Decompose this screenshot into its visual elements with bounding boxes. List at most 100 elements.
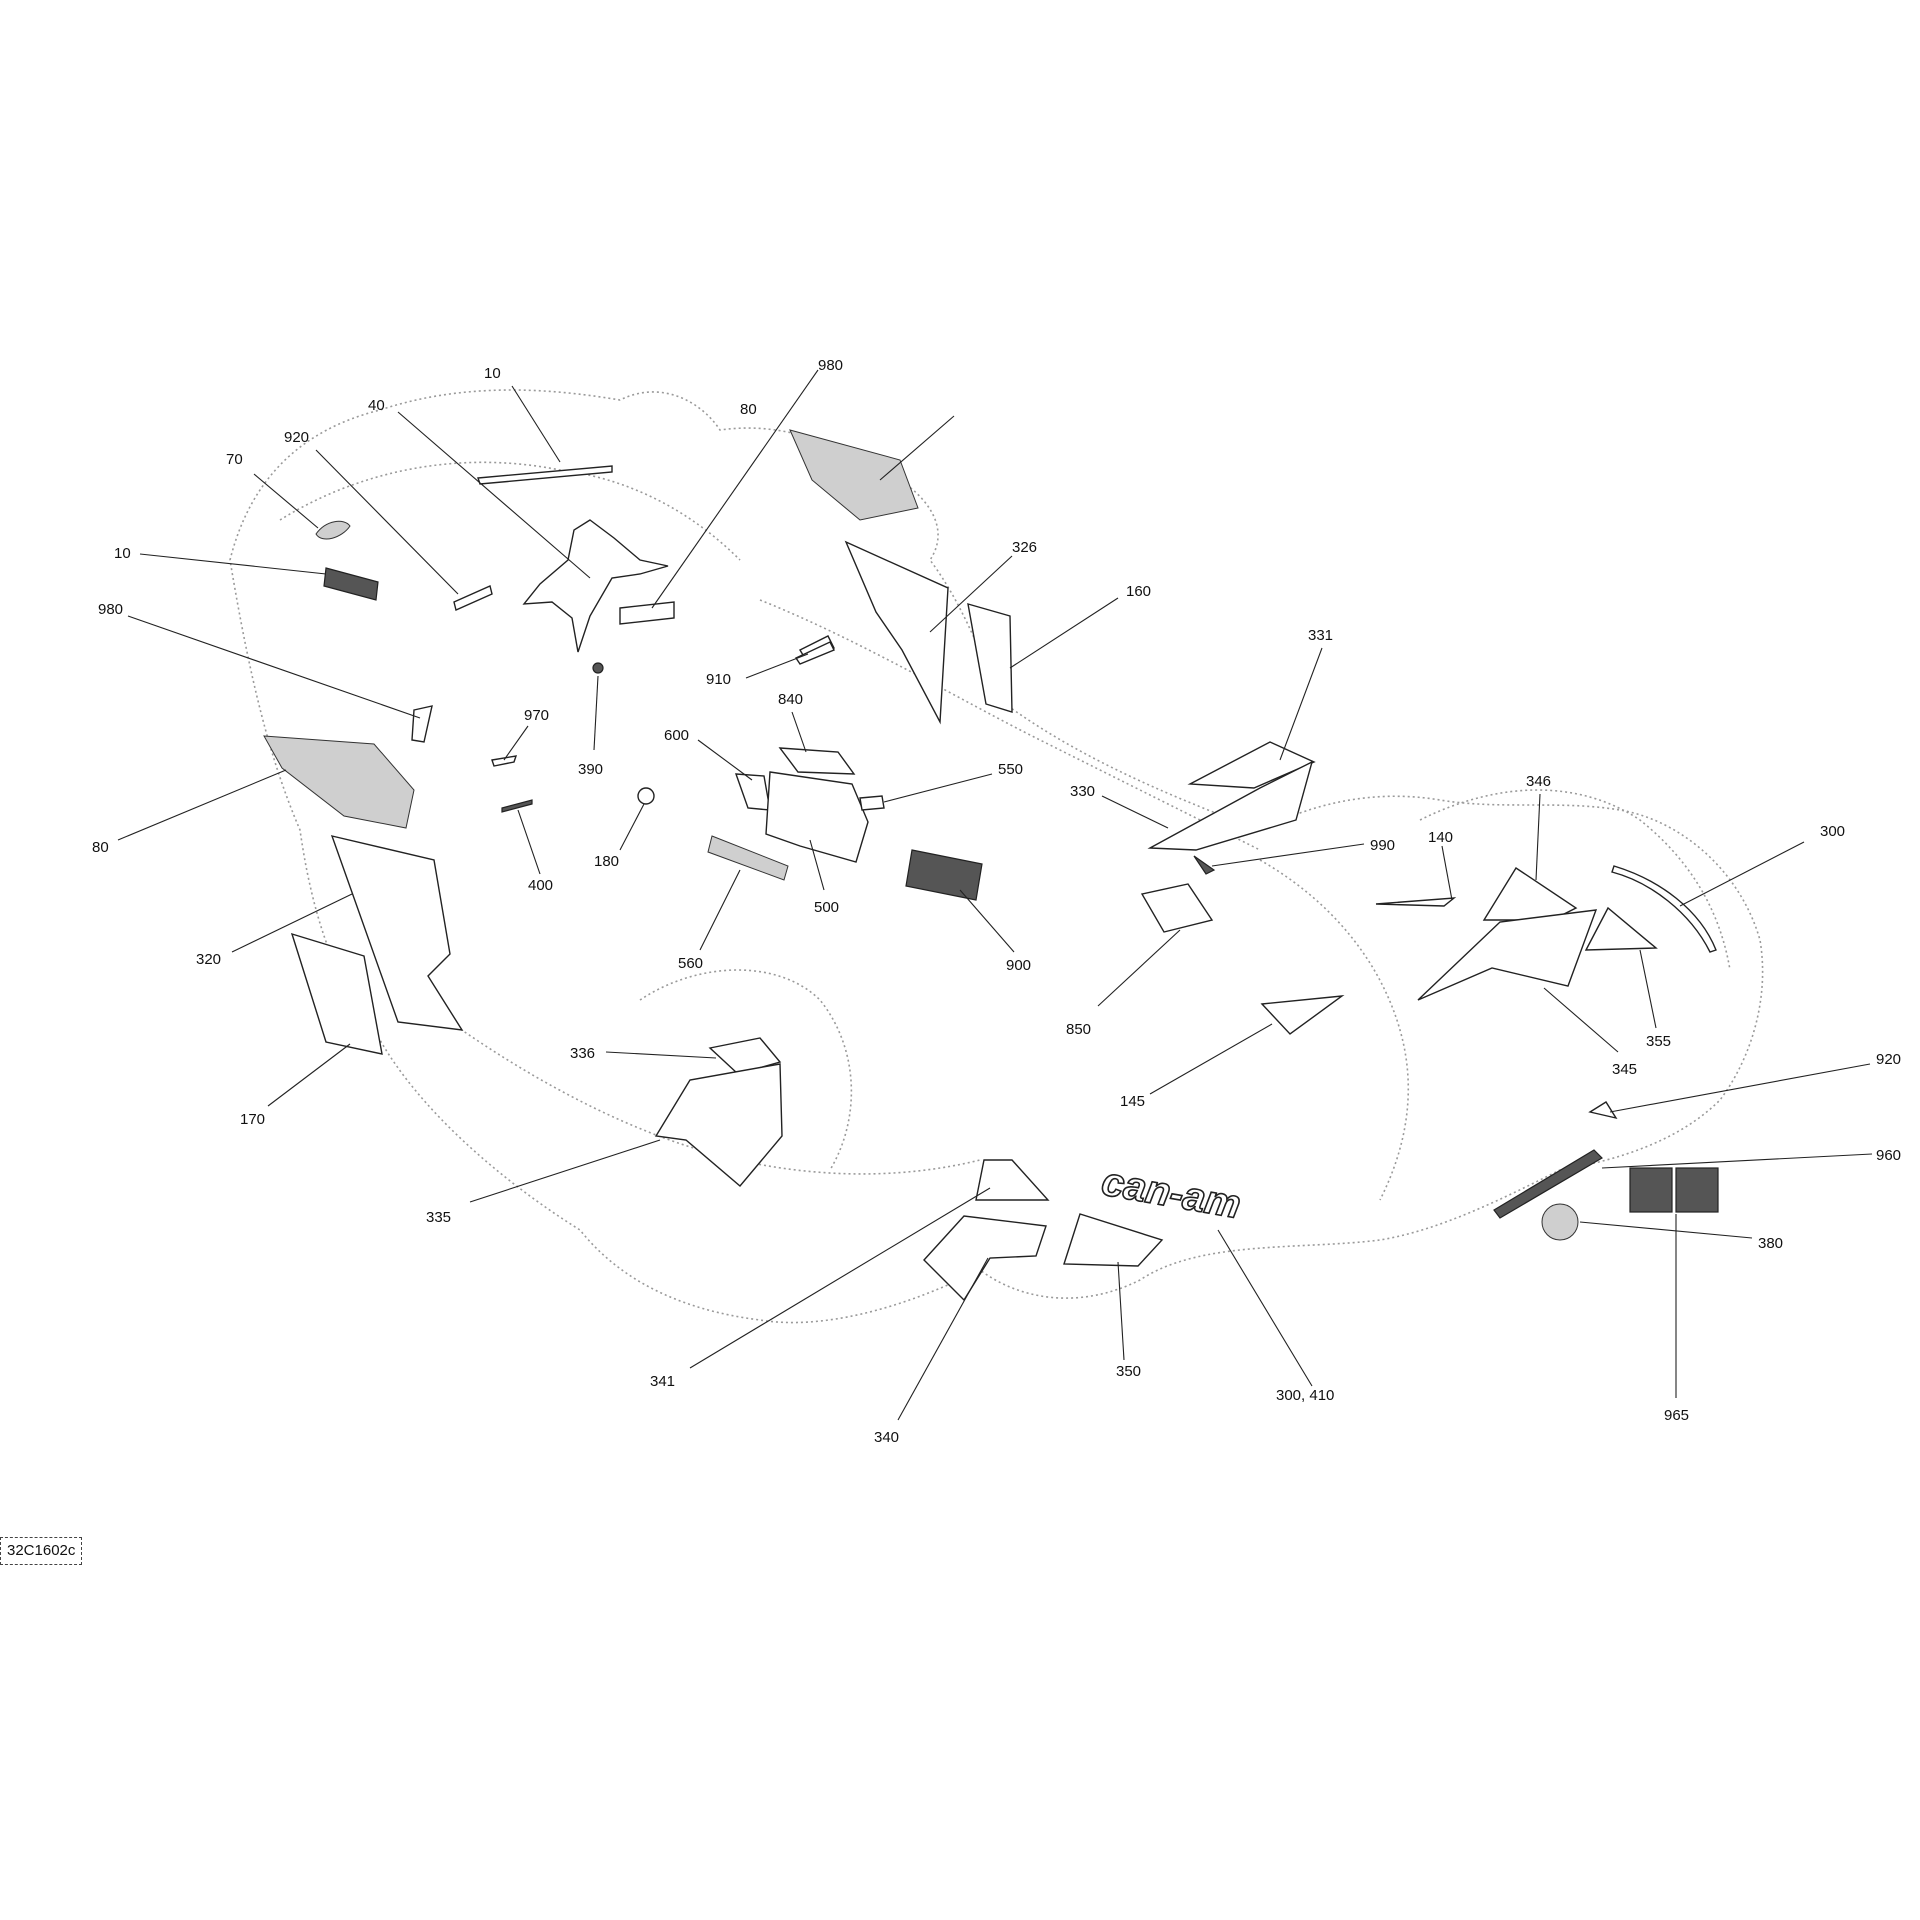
warning-panel-320 bbox=[330, 835, 464, 1031]
callout-560: 560 bbox=[678, 955, 703, 972]
callout-965: 965 bbox=[1664, 1407, 1689, 1424]
callout-170: 170 bbox=[240, 1111, 265, 1128]
plate-900 bbox=[905, 849, 983, 901]
panel-345 bbox=[1417, 909, 1598, 1001]
leader-10b bbox=[139, 553, 327, 575]
callout-960: 960 bbox=[1876, 1147, 1901, 1164]
leader-320 bbox=[231, 893, 353, 953]
leader-850 bbox=[1097, 929, 1181, 1007]
callout-900: 900 bbox=[1006, 957, 1031, 974]
callout-550: 550 bbox=[998, 761, 1023, 778]
round-badge-390 bbox=[592, 662, 604, 674]
callout-10b: 10 bbox=[114, 545, 131, 562]
small-label-910 bbox=[794, 641, 835, 665]
leader-355 bbox=[1639, 949, 1657, 1029]
hood-oval-decal bbox=[315, 520, 351, 540]
leader-170 bbox=[267, 1043, 351, 1107]
small-label-990 bbox=[1193, 855, 1216, 875]
leader-920a bbox=[315, 449, 459, 595]
x-logo-decal bbox=[522, 519, 669, 653]
callout-400: 400 bbox=[528, 877, 553, 894]
label-965-left bbox=[1629, 1167, 1673, 1213]
panel-355 bbox=[1584, 906, 1658, 951]
callout-345: 345 bbox=[1612, 1061, 1637, 1078]
leader-980a bbox=[127, 615, 421, 719]
leader-345 bbox=[1543, 987, 1619, 1053]
leader-550 bbox=[883, 773, 993, 803]
leader-380 bbox=[1579, 1221, 1753, 1239]
leader-960 bbox=[1601, 1153, 1873, 1169]
leader-326 bbox=[929, 555, 1013, 633]
callout-390: 390 bbox=[578, 761, 603, 778]
leader-920b bbox=[1609, 1063, 1871, 1113]
label-600 bbox=[734, 773, 771, 811]
leader-910 bbox=[745, 653, 809, 679]
leader-145 bbox=[1149, 1023, 1273, 1095]
leader-335 bbox=[469, 1139, 661, 1203]
leader-350 bbox=[1117, 1261, 1125, 1361]
rear-warning-panel-decal bbox=[844, 540, 949, 725]
drawing-reference-code: 32C1602c bbox=[0, 1537, 83, 1565]
callout-980b: 980 bbox=[818, 357, 843, 374]
callout-160: 160 bbox=[1126, 583, 1151, 600]
callout-600: 600 bbox=[664, 727, 689, 744]
small-label-920b bbox=[1588, 1101, 1618, 1120]
hood-name-decal bbox=[323, 567, 379, 601]
side-panel-336 bbox=[708, 1037, 782, 1075]
panel-500 bbox=[765, 771, 869, 863]
callout-180: 180 bbox=[594, 853, 619, 870]
leader-80top bbox=[879, 415, 955, 481]
leader-180 bbox=[619, 803, 645, 851]
side-panel-350 bbox=[1063, 1213, 1164, 1267]
leader-10a bbox=[511, 385, 561, 463]
callout-140: 140 bbox=[1428, 829, 1453, 846]
leader-140 bbox=[1441, 845, 1453, 901]
leader-340 bbox=[897, 1257, 989, 1421]
info-label-decal bbox=[967, 603, 1013, 713]
model-stickers-170 bbox=[290, 932, 383, 1055]
leader-336 bbox=[605, 1051, 717, 1059]
leader-70 bbox=[253, 473, 319, 529]
callout-326: 326 bbox=[1012, 539, 1037, 556]
callout-330: 330 bbox=[1070, 783, 1095, 800]
side-panel-335 bbox=[654, 1063, 783, 1187]
label-840 bbox=[778, 747, 856, 775]
seat-panel-330 bbox=[1147, 760, 1314, 851]
tag-plate-decal bbox=[619, 601, 675, 625]
callout-336: 336 bbox=[570, 1045, 595, 1062]
small-label-550 bbox=[859, 795, 885, 811]
callout-331: 331 bbox=[1308, 627, 1333, 644]
side-panel-340 bbox=[923, 1215, 1047, 1302]
plate-850 bbox=[1140, 883, 1214, 933]
callout-80a: 80 bbox=[740, 401, 757, 418]
side-panel-341 bbox=[975, 1159, 1050, 1201]
leader-900 bbox=[959, 889, 1015, 953]
callout-910: 910 bbox=[706, 671, 731, 688]
callout-145: 145 bbox=[1120, 1093, 1145, 1110]
leader-330 bbox=[1101, 795, 1169, 829]
callout-40: 40 bbox=[368, 397, 385, 414]
leader-600 bbox=[697, 739, 753, 781]
callout-850: 850 bbox=[1066, 1021, 1091, 1038]
leader-40 bbox=[397, 411, 591, 579]
roof-strip-decal bbox=[477, 465, 613, 485]
callout-70: 70 bbox=[226, 451, 243, 468]
rear-x-panel-decal bbox=[789, 429, 919, 521]
label-965-right bbox=[1675, 1167, 1719, 1213]
callout-346: 346 bbox=[1526, 773, 1551, 790]
callout-920a: 920 bbox=[284, 429, 309, 446]
callout-300-410: 300, 410 bbox=[1276, 1387, 1334, 1404]
vertical-label-980 bbox=[411, 705, 433, 743]
leader-300b bbox=[1217, 1229, 1313, 1387]
leader-300a bbox=[1679, 841, 1805, 907]
leader-80a bbox=[117, 769, 287, 841]
callout-990: 990 bbox=[1370, 837, 1395, 854]
leader-lines bbox=[117, 369, 1873, 1421]
callout-80b: 80 bbox=[92, 839, 109, 856]
callout-341: 341 bbox=[650, 1373, 675, 1390]
callout-920b: 920 bbox=[1876, 1051, 1901, 1068]
callout-labels: 10 40 920 70 10 980 80 980 326 160 910 8… bbox=[92, 357, 1901, 1446]
long-strip-560 bbox=[707, 835, 789, 881]
callout-10a: 10 bbox=[484, 365, 501, 382]
